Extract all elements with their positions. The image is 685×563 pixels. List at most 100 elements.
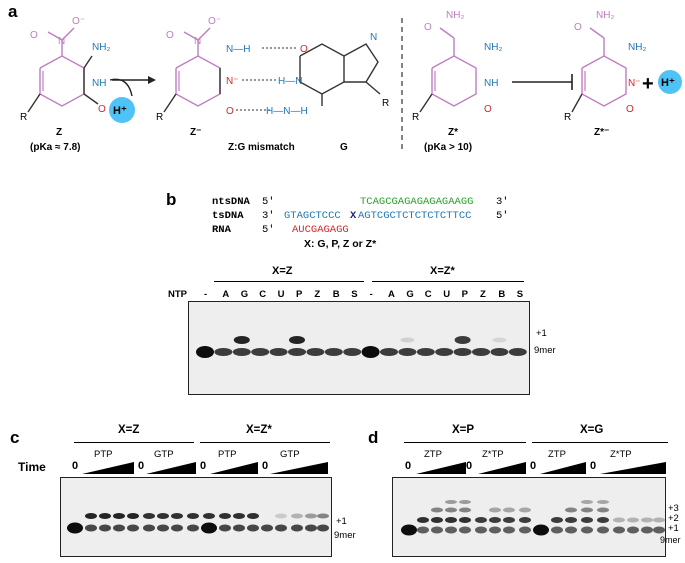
panel-a-label: a <box>8 2 18 21</box>
gel-band <box>157 513 169 519</box>
gel-band <box>291 513 303 519</box>
zminus-nitro-n: N <box>194 36 201 47</box>
g-molecule <box>299 43 381 106</box>
zstarminus-name: Z*⁻ <box>594 127 609 138</box>
time-wedge <box>600 462 666 474</box>
group-label-xz-c: X=Z <box>118 424 140 436</box>
gel-band <box>305 524 317 532</box>
time-wedge <box>416 462 466 474</box>
gel-band <box>196 346 214 358</box>
time-wedge <box>146 462 196 474</box>
h-plus-bubble-2 <box>658 70 682 94</box>
gel-band <box>187 513 199 519</box>
lane-label: G <box>406 289 414 300</box>
gel-band <box>627 526 639 534</box>
group-label-xz-b: X=Z <box>272 265 293 277</box>
band-label-plus2-d: +2 <box>668 513 679 524</box>
gel-band <box>127 524 139 532</box>
gel-band <box>317 513 329 519</box>
gel-band <box>503 507 515 513</box>
gel-band <box>445 526 457 534</box>
time-wedge <box>210 462 258 474</box>
gel-band <box>99 524 111 532</box>
mismatch-label: Z:G mismatch <box>228 142 295 153</box>
zstar-molecule <box>419 27 477 113</box>
time-zero-d4: 0 <box>590 460 597 472</box>
gel-band <box>269 348 288 356</box>
gel-band <box>472 348 490 356</box>
lane-label: C <box>259 289 267 300</box>
rna-5prime: 5′ <box>262 224 275 236</box>
gel-band <box>565 526 577 534</box>
time-zero-d3: 0 <box>530 460 537 472</box>
zstar-pka: (pKa > 10) <box>424 142 472 153</box>
gel-band <box>251 348 270 356</box>
gel-band <box>85 524 97 532</box>
gel-band <box>305 513 317 519</box>
zstarminus-r: R <box>564 112 571 123</box>
time-wedge <box>82 462 134 474</box>
gel-band <box>187 524 199 532</box>
gel-band <box>143 513 155 519</box>
zstarminus-n: N⁻ <box>628 78 641 89</box>
gel-band <box>306 348 325 356</box>
gel-band <box>459 507 471 513</box>
gel-band <box>581 507 593 513</box>
gel-band <box>435 348 454 356</box>
gel-band <box>445 507 457 513</box>
g-n7: N <box>370 32 377 43</box>
gel-band <box>459 517 471 523</box>
gel-band <box>641 526 653 534</box>
ntsdna-seq: TCAGCGAGAGAGAGAAGG <box>360 196 474 208</box>
gel-band <box>431 507 443 513</box>
gel-band <box>401 524 417 536</box>
gel-band <box>157 524 169 532</box>
gel-band <box>232 348 251 356</box>
panel-c-label: c <box>10 428 20 447</box>
g-name: G <box>340 142 348 153</box>
gel-band <box>581 526 593 534</box>
z-nitro-o-top: O⁻ <box>72 16 85 27</box>
gel-band <box>380 348 398 356</box>
band-label-plus1-c: +1 <box>336 516 347 527</box>
gel-band <box>519 517 531 523</box>
gel-band <box>233 336 250 344</box>
zstar-o-top: O <box>424 22 432 33</box>
panel-d-label: d <box>368 428 379 447</box>
gel-band <box>233 524 245 532</box>
gel-band <box>475 517 487 523</box>
gel-band <box>171 524 183 532</box>
lane-label: S <box>516 289 524 300</box>
ntsdna-5prime: 5′ <box>262 196 275 208</box>
gel-band <box>489 526 501 534</box>
z-pka: (pKa ≈ 7.8) <box>30 142 81 153</box>
gel-band <box>261 524 273 532</box>
sub-ptp-2: PTP <box>218 449 237 460</box>
group-label-xp-d: X=P <box>452 424 475 436</box>
gel-b <box>188 301 530 395</box>
gel-band <box>613 526 625 534</box>
time-zero-d1: 0 <box>405 460 412 472</box>
gel-band <box>459 526 471 534</box>
tsdna-label: tsDNA <box>212 210 244 222</box>
gel-band <box>492 337 507 343</box>
gel-band <box>113 513 125 519</box>
gel-band <box>247 524 259 532</box>
gel-band <box>490 348 509 356</box>
time-wedges-d <box>416 462 666 474</box>
zstar-name: Z* <box>448 127 458 138</box>
band-label-plus3-d: +3 <box>668 503 679 514</box>
zminus-name: Z⁻ <box>190 127 201 138</box>
gel-band <box>565 507 577 513</box>
gel-band <box>489 507 501 513</box>
zminus-nitro-o-left: O <box>166 30 174 41</box>
gel-c <box>60 477 332 557</box>
z-molecule <box>27 27 99 113</box>
gel-band <box>219 524 231 532</box>
group-line-xz-b <box>214 281 364 282</box>
zminus-nminus: N⁻ <box>226 76 239 87</box>
gel-band <box>289 336 305 344</box>
gel-band <box>454 336 471 344</box>
gel-band <box>203 513 215 519</box>
tsdna-seq-a: GTAGCTCCC <box>284 210 341 222</box>
